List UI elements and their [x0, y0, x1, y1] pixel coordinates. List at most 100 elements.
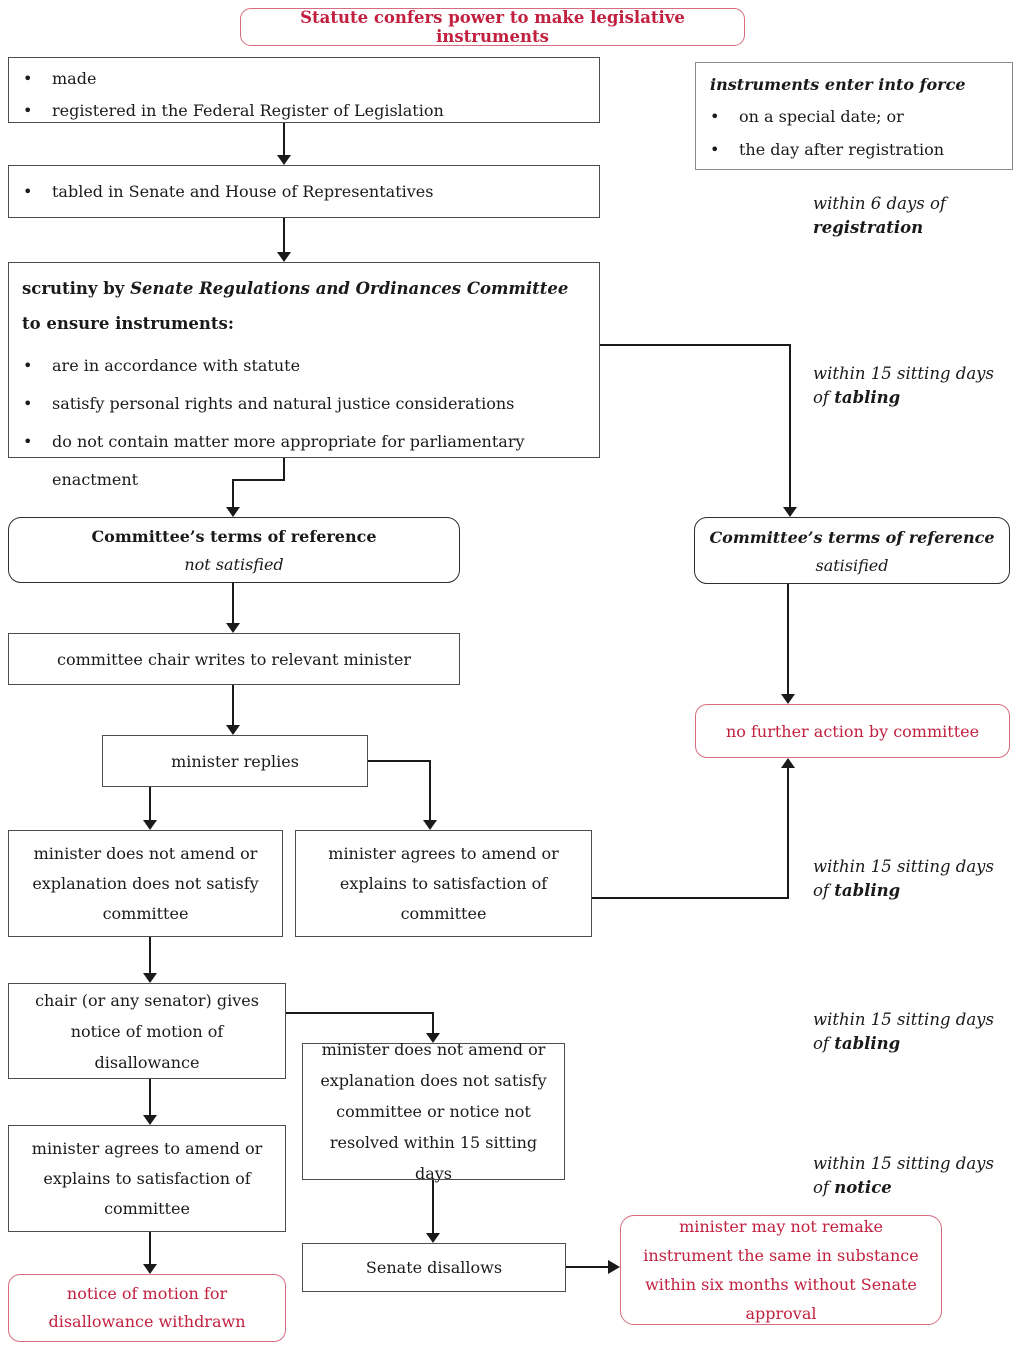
- arrowhead-notamend-chairnotice: [143, 973, 157, 983]
- notice-withdrawn-box: notice of motion for disallowance withdr…: [8, 1274, 286, 1342]
- tabled-box: • tabled in Senate and House of Represen…: [8, 165, 600, 218]
- timing-tabling1-prefix: of: [813, 388, 835, 407]
- timing-tabling1-bold: tabling: [834, 388, 901, 407]
- enter-into-force-box: instruments enter into force • on a spec…: [695, 62, 1013, 170]
- arrowhead-senate-remake: [608, 1260, 620, 1274]
- bullet-icon: •: [23, 356, 33, 375]
- connector-replies-agrees-v: [429, 760, 431, 820]
- connector-chairwrites-replies: [232, 685, 234, 725]
- terms-satisfied-line1: Committee’s terms of reference: [709, 527, 995, 547]
- statute-title-box: Statute confers power to make legislativ…: [240, 8, 745, 46]
- scrutiny-item-1: are in accordance with statute: [52, 356, 301, 375]
- bullet-icon: •: [23, 432, 33, 451]
- timing-notice-line1: within 15 sitting days: [813, 1154, 994, 1173]
- list-item: • registered in the Federal Register of …: [23, 95, 589, 127]
- terms-not-satisfied-box: Committee’s terms of reference not satis…: [8, 517, 460, 583]
- arrowhead-made-tabled: [277, 155, 291, 165]
- minister-agrees-text: minister agrees to amend or explains to …: [328, 843, 559, 923]
- arrowhead-scrutiny-notsat: [226, 507, 240, 517]
- bullet-icon: •: [710, 140, 720, 159]
- minister-not-amend-text: minister does not amend or explanation d…: [32, 843, 259, 923]
- timing-tabling3-bold: tabling: [834, 1034, 901, 1053]
- connector-scrutiny-notsat-v2: [232, 479, 234, 507]
- remake-box: minister may not remake instrument the s…: [620, 1215, 942, 1325]
- arrowhead-replies-notamend: [143, 820, 157, 830]
- scrutiny-item-2: satisfy personal rights and natural just…: [52, 394, 515, 413]
- minister-agrees-2-box: minister agrees to amend or explains to …: [8, 1125, 286, 1232]
- chair-notice-text: chair (or any senator) gives notice of m…: [35, 990, 259, 1072]
- arrowhead-notamend2-senate: [426, 1233, 440, 1243]
- terms-satisfied-box: Committee’s terms of reference satisifie…: [694, 517, 1010, 584]
- list-item: • are in accordance with statute: [23, 347, 589, 385]
- arrowhead-tabled-scrutiny: [277, 252, 291, 262]
- connector-notamend2-senate: [432, 1180, 434, 1233]
- chair-notice-box: chair (or any senator) gives notice of m…: [8, 983, 286, 1079]
- list-item: • on a special date; or: [710, 100, 1002, 133]
- connector-scrutiny-notsat-h: [232, 479, 285, 481]
- connector-scrutiny-sat-h: [600, 344, 790, 346]
- chair-writes-text: committee chair writes to relevant minis…: [57, 649, 411, 669]
- timing-tabling3-prefix: of: [813, 1034, 835, 1053]
- arrowhead-chairwrites-replies: [226, 725, 240, 735]
- arrowhead-chairnotice-agrees2: [143, 1115, 157, 1125]
- terms-not-satisfied-line1: Committee’s terms of reference: [91, 527, 377, 546]
- connector-made-tabled: [283, 123, 285, 157]
- senate-disallows-text: Senate disallows: [365, 1258, 503, 1277]
- arrowhead-agrees2-withdrawn: [143, 1264, 157, 1274]
- enter-into-force-heading: instruments enter into force: [710, 75, 966, 94]
- connector-tabled-scrutiny: [283, 218, 285, 252]
- list-item: • tabled in Senate and House of Represen…: [23, 176, 589, 208]
- connector-agrees-nofurther-h: [592, 897, 789, 899]
- timing-label-tabling-1: within 15 sitting days of tabling: [813, 362, 994, 410]
- connector-chairnotice-agrees2: [149, 1079, 151, 1115]
- timing-label-tabling-3: within 15 sitting days of tabling: [813, 1008, 994, 1056]
- bullet-icon: •: [710, 107, 720, 126]
- terms-not-satisfied-line2: not satisfied: [184, 555, 284, 574]
- bullet-icon: •: [23, 101, 33, 120]
- scrutiny-heading: scrutiny by Senate Regulations and Ordin…: [9, 263, 599, 341]
- scrutiny-heading-prefix: scrutiny by: [22, 279, 131, 298]
- scrutiny-item-3: do not contain matter more appropriate f…: [52, 432, 525, 489]
- minister-not-amend-box: minister does not amend or explanation d…: [8, 830, 283, 937]
- chair-writes-box: committee chair writes to relevant minis…: [8, 633, 460, 685]
- arrowhead-agrees-nofurther: [781, 758, 795, 768]
- minister-not-amend-notice-box: minister does not amend or explanation d…: [302, 1040, 565, 1183]
- minister-replies-box: minister replies: [102, 735, 368, 787]
- connector-sat-nofurther: [787, 584, 789, 694]
- connector-chairnotice-notamend2-h: [286, 1012, 434, 1014]
- made-registered-box: • made • registered in the Federal Regis…: [8, 57, 600, 123]
- connector-senate-remake: [566, 1266, 608, 1268]
- list-item: • satisfy personal rights and natural ju…: [23, 385, 589, 423]
- timing-tabling2-line1: within 15 sitting days: [813, 857, 994, 876]
- timing-notice-prefix: of: [813, 1178, 835, 1197]
- connector-replies-notamend: [149, 787, 151, 820]
- timing-registration-line1: within 6 days of: [813, 194, 947, 213]
- connector-notsat-chairwrites: [232, 583, 234, 623]
- list-item: • do not contain matter more appropriate…: [23, 423, 589, 499]
- no-further-action-text: no further action by committee: [725, 721, 980, 741]
- timing-label-registration: within 6 days of registration: [813, 192, 946, 240]
- notice-withdrawn-text: notice of motion for disallowance withdr…: [48, 1284, 246, 1331]
- connector-replies-agrees-h: [368, 760, 431, 762]
- scrutiny-box: scrutiny by Senate Regulations and Ordin…: [8, 262, 600, 489]
- connector-chairnotice-notamend2-v: [432, 1012, 434, 1033]
- connector-agrees-nofurther-v: [787, 766, 789, 899]
- timing-tabling2-bold: tabling: [834, 881, 901, 900]
- bullet-icon: •: [23, 69, 33, 88]
- minister-not-amend-notice-text: minister does not amend or explanation d…: [320, 1040, 547, 1183]
- list-item: • the day after registration: [710, 133, 1002, 166]
- timing-tabling3-line1: within 15 sitting days: [813, 1010, 994, 1029]
- arrowhead-scrutiny-sat: [783, 507, 797, 517]
- no-further-action-box: no further action by committee: [695, 704, 1010, 758]
- connector-scrutiny-sat-v: [789, 344, 791, 507]
- force-item-2: the day after registration: [739, 140, 945, 159]
- remake-text: minister may not remake instrument the s…: [643, 1217, 919, 1323]
- scrutiny-committee-name: Senate Regulations and Ordinances Commit…: [130, 279, 569, 298]
- timing-label-notice: within 15 sitting days of notice: [813, 1152, 994, 1200]
- made-registered-item-2: registered in the Federal Register of Le…: [52, 101, 444, 120]
- arrowhead-sat-nofurther: [781, 694, 795, 704]
- senate-disallows-box: Senate disallows: [302, 1243, 566, 1292]
- minister-agrees-box: minister agrees to amend or explains to …: [295, 830, 592, 937]
- terms-satisfied-line2: satisified: [815, 555, 889, 575]
